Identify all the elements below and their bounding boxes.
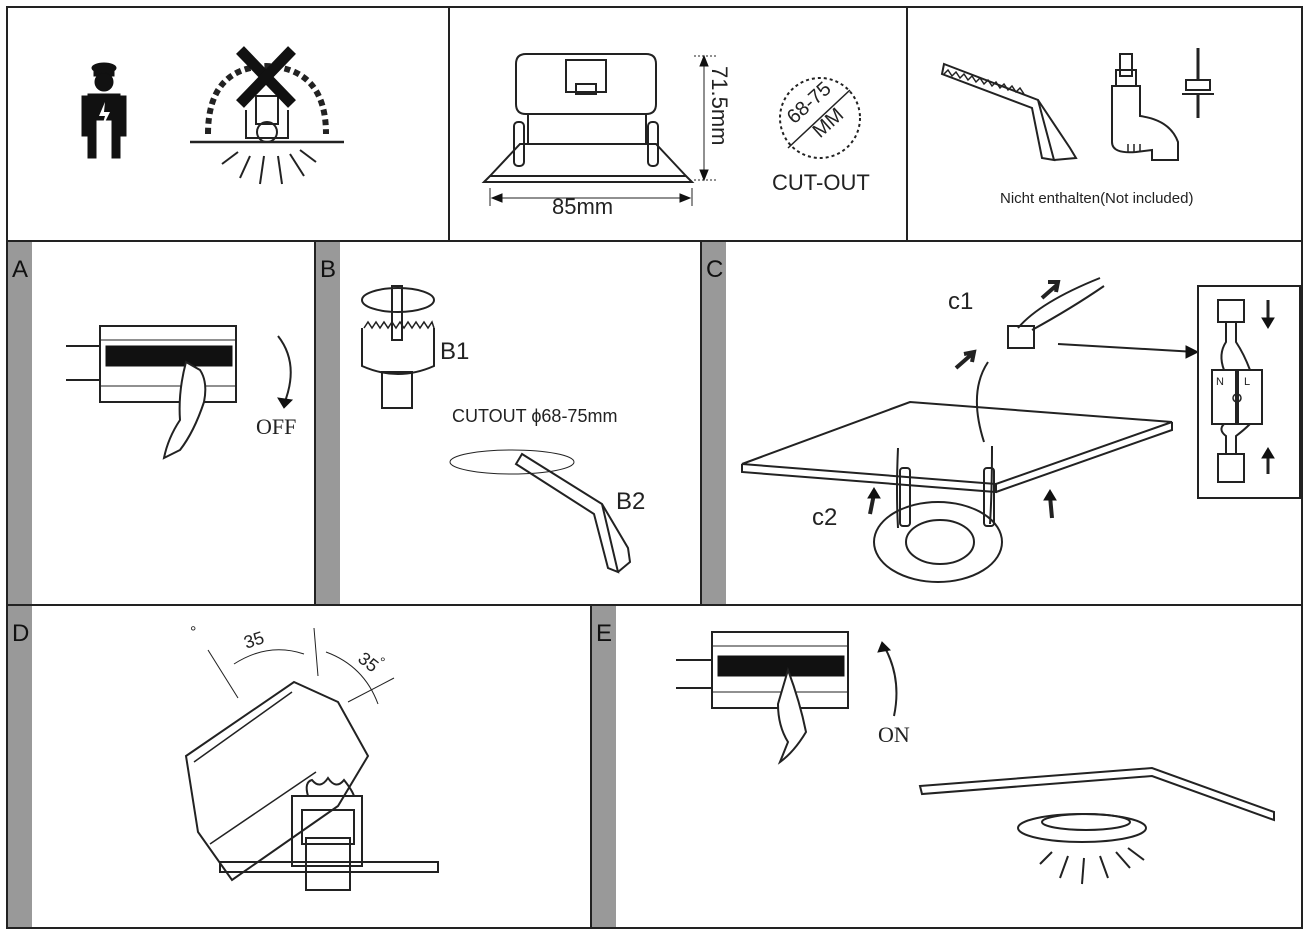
step-e-bar: [592, 606, 616, 927]
step-e-letter: E: [596, 620, 613, 647]
step-a-action: OFF: [256, 414, 297, 439]
step-d-degree-left: °: [190, 624, 197, 641]
step-a-bar: [8, 242, 32, 604]
electrician-icon: [81, 62, 127, 159]
step-b-cutout: CUTOUT ϕ68-75mm: [452, 406, 618, 426]
step-b-letter: B: [320, 256, 337, 283]
recessed-install-icon: [741, 277, 1200, 583]
panel-step-e: E ON: [590, 604, 1303, 929]
step-d-letter: D: [12, 620, 30, 647]
wiring-neutral-label: N: [1216, 376, 1224, 388]
panel-step-a: A OFF: [6, 240, 316, 606]
step-a-letter: A: [12, 256, 29, 283]
panel-tools: Nicht enthalten(Not included): [906, 6, 1303, 242]
step-b-sub1: B1: [440, 338, 470, 365]
step-d-bar: [8, 606, 32, 927]
no-insulation-icon: [190, 46, 344, 185]
wiring-live-label: L: [1244, 376, 1251, 388]
circuit-breaker-icon: [66, 325, 294, 460]
step-b-bar: [316, 242, 340, 604]
dimension-width: 85mm: [552, 194, 614, 219]
screwdriver-icon: [1111, 48, 1214, 161]
step-c-letter: C: [706, 256, 724, 283]
lamp-dimension-icon: [481, 53, 861, 206]
not-included-label: Nicht enthalten(Not included): [1000, 190, 1194, 207]
step-c-sub2: c2: [812, 504, 838, 531]
panel-step-d: D ° 35 35 °: [6, 604, 592, 929]
wiring-diagram-icon: [1197, 285, 1301, 499]
panel-step-b: B B1 CUTOUT ϕ68-75mm B2: [314, 240, 702, 606]
cutout-label: CUT-OUT: [772, 170, 870, 195]
saw-icon: [940, 62, 1078, 162]
step-b-sub2: B2: [616, 488, 646, 515]
step-c-bar: [702, 242, 726, 604]
power-on-icon: [676, 631, 1275, 885]
panel-dimensions: 71.5mm 85mm 68-75 MM CUT-OUT: [448, 6, 908, 242]
tilt-lamp-icon: [184, 627, 439, 891]
panel-step-c: C c1 c2 N L: [700, 240, 1303, 606]
step-c-sub1: c1: [948, 288, 974, 315]
dimension-height: 71.5mm: [707, 66, 732, 146]
hole-saw-icon: [361, 285, 632, 574]
step-e-action: ON: [878, 722, 910, 747]
panel-warnings: [6, 6, 450, 242]
step-d-degree-right: °: [380, 654, 386, 670]
